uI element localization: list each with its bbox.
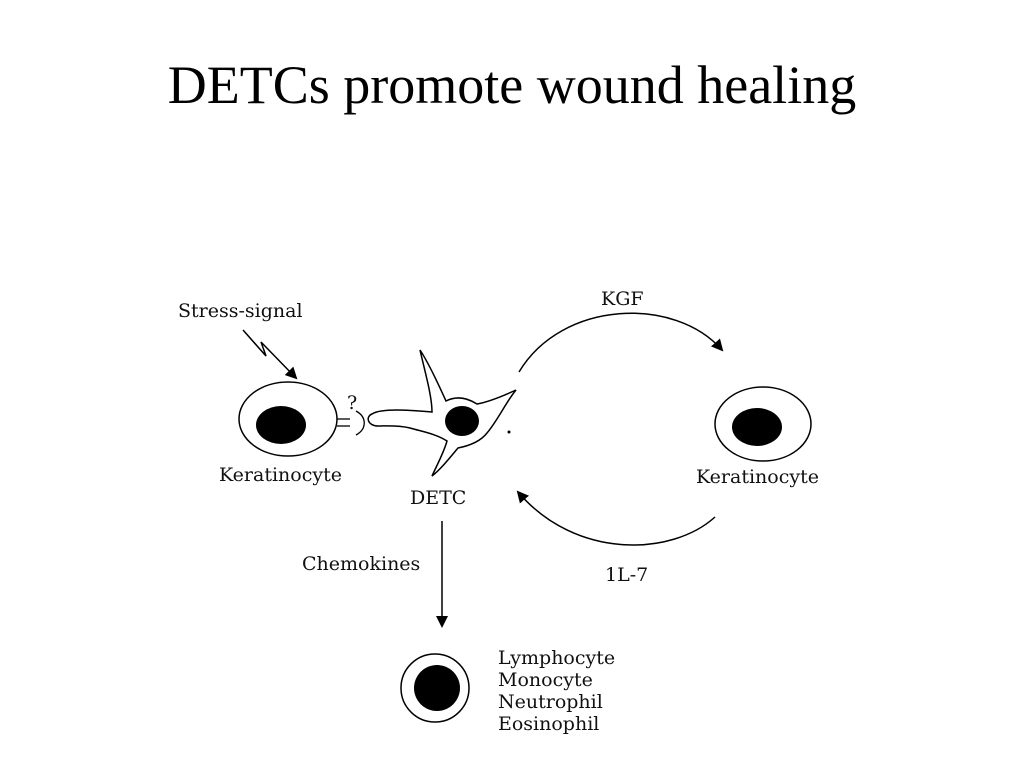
detc-nucleus [445,406,479,436]
detc-cell [367,349,517,477]
recruited-cell-lymphocyte: Lymphocyte [498,647,615,669]
kgf-arrow [518,312,724,373]
keratinocyte-right-nucleus [732,408,782,446]
kgf-label: KGF [601,288,644,310]
slide-title: DETCs promote wound healing [167,55,857,115]
recruited-cell-neutrophil: Neutrophil [498,691,603,713]
recruited-cell-eosinophil: Eosinophil [498,713,599,735]
detc-dot [507,430,511,434]
recruited-cell-monocyte: Monocyte [498,669,593,691]
il7-arrow [516,490,716,546]
stress-signal-label: Stress-signal [178,300,303,322]
question-mark: ? [347,392,357,414]
keratinocyte-right-label: Keratinocyte [696,466,819,488]
detc-label: DETC [410,487,466,509]
keratinocyte-right-cell [714,386,812,462]
chemokines-label: Chemokines [302,553,420,575]
recruited-cell-nucleus [414,665,460,711]
keratinocyte-left-cell [238,381,338,457]
il7-label: 1L-7 [605,564,648,586]
keratinocyte-left-nucleus [256,406,306,444]
stress-signal-arrow [242,329,298,380]
recruited-cell [400,653,470,723]
interaction-bracket [355,410,365,436]
keratinocyte-left-label: Keratinocyte [219,464,342,486]
